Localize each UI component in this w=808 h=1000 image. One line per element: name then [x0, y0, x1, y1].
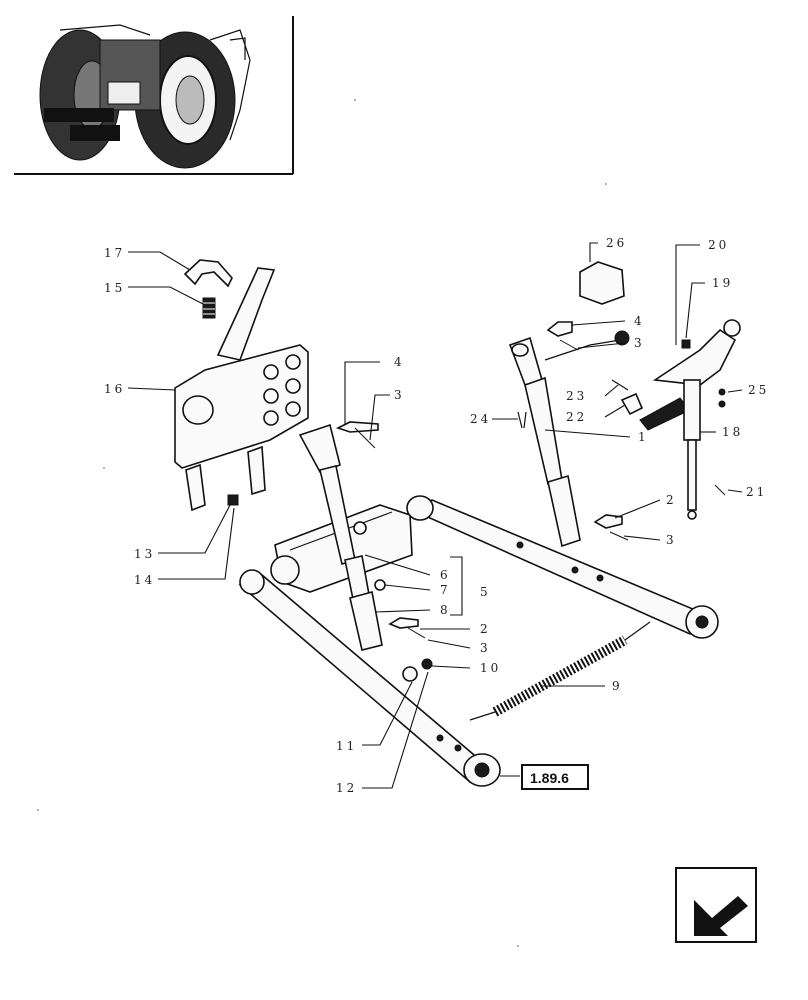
- callout-19: 19: [712, 276, 733, 290]
- callout-8: 8: [440, 603, 451, 617]
- callout-3-lower-right: 3: [666, 533, 677, 547]
- callout-22: 22: [566, 410, 587, 424]
- callout-20: 20: [708, 238, 729, 252]
- callout-12: 12: [336, 781, 357, 795]
- callout-18: 18: [722, 425, 743, 439]
- callout-26: 26: [606, 236, 627, 250]
- bracket-clip: [620, 392, 644, 416]
- long-spring: [469, 621, 651, 721]
- reference-label: 1.89.6: [530, 770, 569, 786]
- callout-23: 23: [566, 389, 587, 403]
- bolt-pair: [718, 388, 726, 408]
- callout-3-left: 3: [394, 388, 405, 402]
- callout-5: 5: [480, 585, 491, 599]
- lift-arm-right: [639, 319, 741, 520]
- callout-24: 24: [470, 412, 491, 426]
- callout-10: 10: [480, 661, 501, 675]
- lower-link-right: [406, 495, 719, 639]
- small-spring: [202, 297, 216, 319]
- pin-left: [335, 421, 379, 433]
- callout-9: 9: [612, 679, 623, 693]
- callout-6: 6: [440, 568, 451, 582]
- lower-link-left: [238, 569, 501, 787]
- reference-box[interactable]: 1.89.6: [521, 764, 589, 790]
- callout-4-right: 4: [634, 314, 645, 328]
- callout-3-right: 3: [634, 336, 645, 350]
- callout-2-middle: 2: [480, 622, 491, 636]
- clip-middle: [407, 627, 426, 639]
- callouts: 17 15 16 13 14 4 3 6 7 8 5 2 3 10 11 12 …: [104, 236, 769, 795]
- spring-clip: [611, 379, 629, 391]
- small-stud: [681, 339, 691, 349]
- callout-16: 16: [104, 382, 125, 396]
- callout-14: 14: [134, 573, 155, 587]
- clip-right-low: [609, 531, 629, 541]
- top-link-right: [508, 330, 630, 548]
- callout-15: 15: [104, 281, 125, 295]
- callout-17: 17: [104, 246, 125, 260]
- callout-25: 25: [748, 383, 769, 397]
- callout-21: 21: [746, 485, 767, 499]
- callout-3-middle: 3: [480, 641, 491, 655]
- mount-block: [579, 261, 625, 305]
- roll-pin: [714, 484, 726, 496]
- pin-middle: [388, 617, 419, 629]
- clip-right-top: [559, 339, 579, 351]
- pin-right-top: [546, 321, 573, 337]
- scan-specks: [37, 99, 607, 947]
- small-pin: [227, 494, 239, 506]
- latch-part: [183, 259, 233, 288]
- callout-2-right: 2: [666, 493, 677, 507]
- control-plate: [174, 267, 309, 512]
- callout-7: 7: [440, 583, 451, 597]
- clip-left: [354, 427, 376, 449]
- callout-11: 11: [336, 739, 357, 753]
- callout-1: 1: [638, 430, 649, 444]
- leader-lines: [127, 242, 743, 789]
- callout-13: 13: [134, 547, 155, 561]
- lift-rod-assembly: [298, 423, 386, 651]
- callout-4-left: 4: [394, 355, 405, 369]
- hook-pin: [517, 411, 527, 429]
- tractor-thumbnail: [14, 16, 294, 175]
- back-arrow-icon[interactable]: [675, 867, 757, 943]
